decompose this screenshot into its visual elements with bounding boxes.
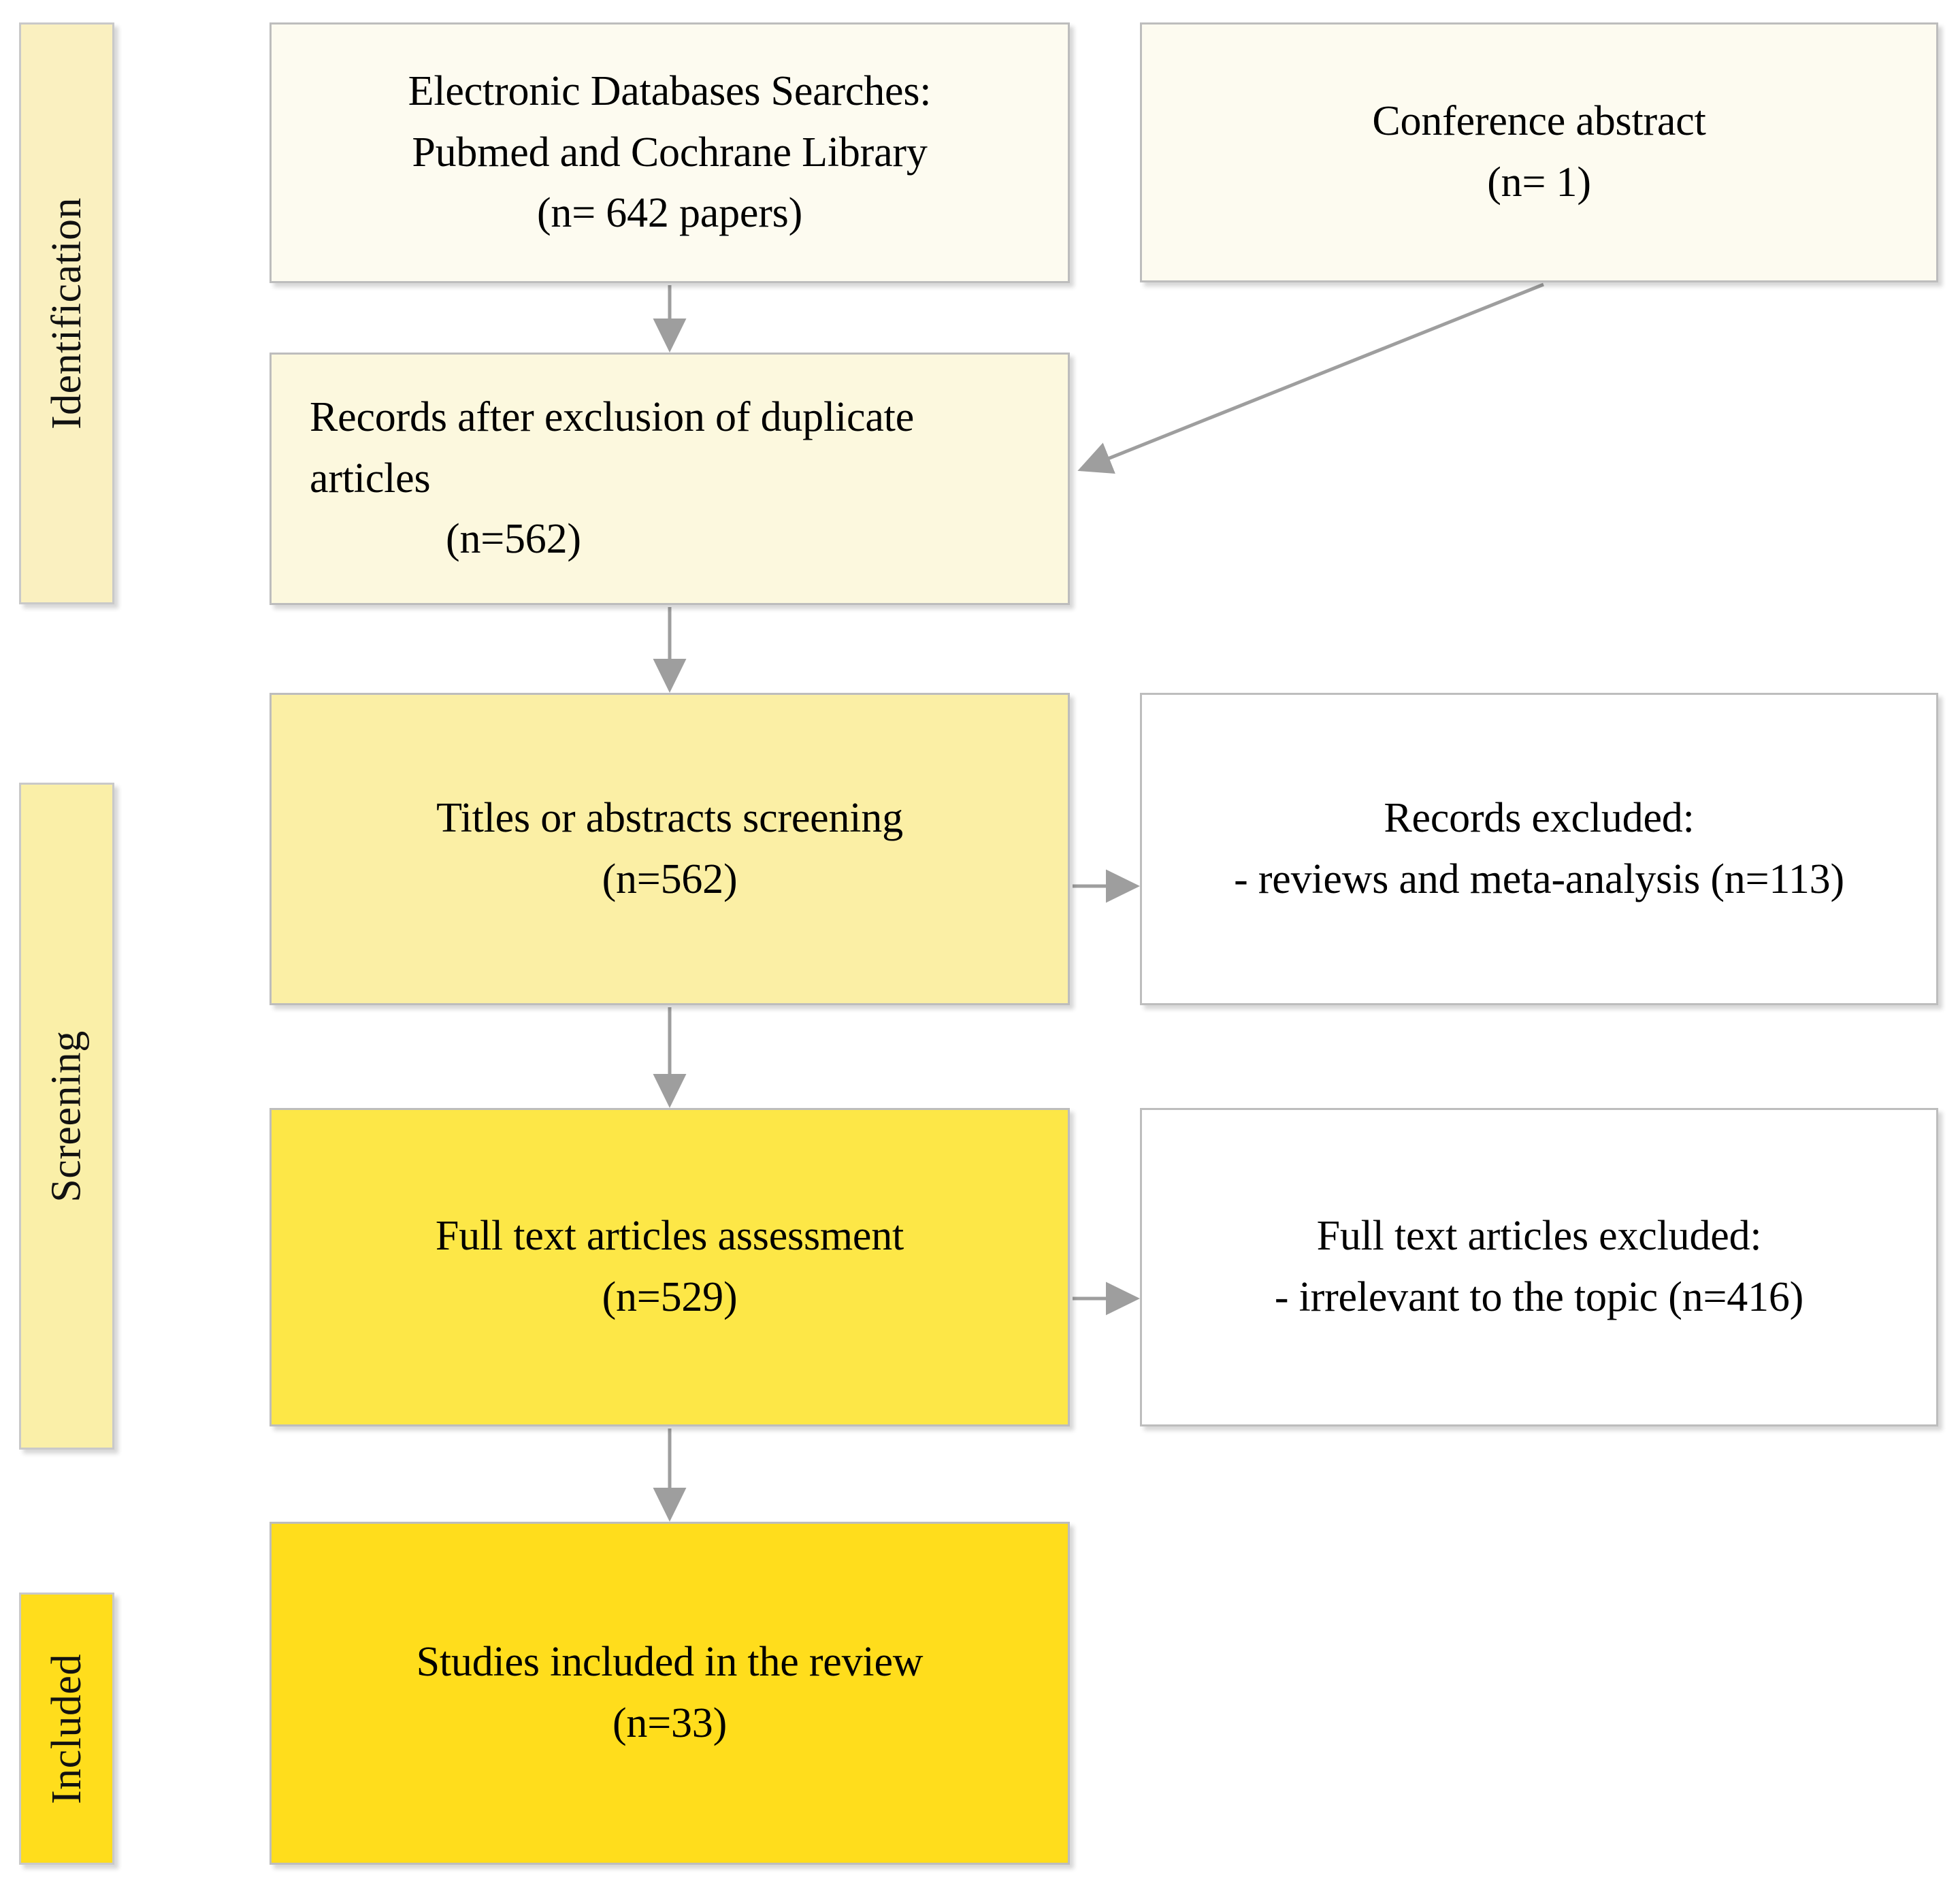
- stage-label-included: Included: [19, 1593, 114, 1865]
- included-line-2: (n=33): [612, 1700, 728, 1746]
- fulltext-line-1: Full text articles assessment: [435, 1213, 904, 1260]
- stage-label-screening: Screening: [19, 783, 114, 1450]
- databases-line-1: Electronic Databases Searches:: [408, 67, 932, 114]
- deduplicated-line-1: Records after exclusion of duplicate: [310, 393, 915, 440]
- box-titles-abstracts-screening-text: Titles or abstracts screening (n=562): [272, 788, 1068, 911]
- databases-line-3: (n= 642 papers): [536, 190, 803, 237]
- stage-label-identification: Identification: [19, 22, 114, 604]
- conference-line-1: Conference abstract: [1372, 98, 1706, 145]
- stage-label-screening-text: Screening: [43, 1030, 90, 1203]
- screening-line-2: (n=562): [602, 855, 738, 902]
- records-excluded-line-2: - reviews and meta-analysis (n=113): [1234, 855, 1844, 902]
- box-records-excluded: Records excluded: - reviews and meta-ana…: [1140, 693, 1938, 1005]
- box-records-excluded-text: Records excluded: - reviews and meta-ana…: [1142, 788, 1936, 911]
- box-records-after-duplicate-exclusion: Records after exclusion of duplicate art…: [270, 353, 1070, 605]
- fulltext-excluded-line-2: - irrelevant to the topic (n=416): [1274, 1274, 1804, 1320]
- box-records-after-duplicate-exclusion-text: Records after exclusion of duplicate art…: [272, 387, 1068, 571]
- databases-line-2: Pubmed and Cochrane Library: [412, 129, 928, 176]
- box-studies-included-in-review: Studies included in the review (n=33): [270, 1522, 1070, 1865]
- screening-line-1: Titles or abstracts screening: [436, 794, 903, 841]
- box-electronic-databases-searches: Electronic Databases Searches: Pubmed an…: [270, 22, 1070, 283]
- box-electronic-databases-searches-text: Electronic Databases Searches: Pubmed an…: [272, 61, 1068, 245]
- arrow-conference-to-deduplicated: [1077, 282, 1544, 474]
- stage-label-included-text: Included: [43, 1653, 90, 1804]
- box-full-text-articles-excluded-text: Full text articles excluded: - irrelevan…: [1142, 1206, 1936, 1328]
- stage-label-identification-text: Identification: [43, 197, 90, 429]
- conference-line-2: (n= 1): [1487, 159, 1591, 206]
- fulltext-line-2: (n=529): [602, 1274, 738, 1320]
- box-conference-abstract: Conference abstract (n= 1): [1140, 22, 1938, 282]
- box-full-text-articles-excluded: Full text articles excluded: - irrelevan…: [1140, 1108, 1938, 1426]
- fulltext-excluded-line-1: Full text articles excluded:: [1316, 1213, 1762, 1260]
- box-conference-abstract-text: Conference abstract (n= 1): [1142, 91, 1936, 214]
- included-line-1: Studies included in the review: [416, 1639, 924, 1686]
- deduplicated-line-3: (n=562): [446, 516, 581, 563]
- box-studies-included-in-review-text: Studies included in the review (n=33): [272, 1632, 1068, 1754]
- records-excluded-line-1: Records excluded:: [1384, 794, 1695, 841]
- box-full-text-articles-assessment: Full text articles assessment (n=529): [270, 1108, 1070, 1426]
- box-titles-abstracts-screening: Titles or abstracts screening (n=562): [270, 693, 1070, 1005]
- box-full-text-articles-assessment-text: Full text articles assessment (n=529): [272, 1206, 1068, 1328]
- deduplicated-line-2: articles: [310, 455, 431, 502]
